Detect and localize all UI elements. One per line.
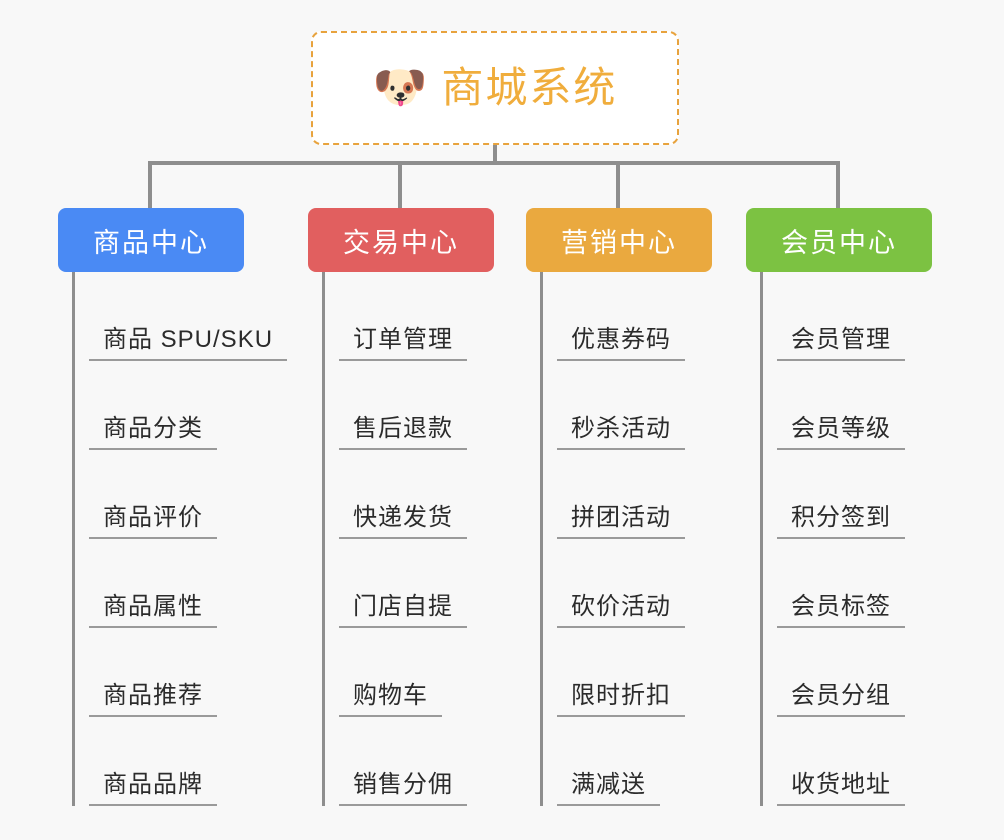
leaf-underline: 订单管理 <box>339 325 467 361</box>
leaf-underline: 销售分佣 <box>339 770 467 806</box>
leaf-item[interactable]: 积分签到 <box>746 450 932 539</box>
leaf-label: 会员标签 <box>791 592 891 620</box>
leaf-item[interactable]: 限时折扣 <box>526 628 712 717</box>
leaf-item[interactable]: 售后退款 <box>308 361 494 450</box>
horizontal-bus-connector <box>150 161 838 165</box>
root-stem-connector <box>493 145 497 163</box>
leaf-underline: 秒杀活动 <box>557 414 685 450</box>
leaf-item[interactable]: 会员管理 <box>746 272 932 361</box>
trunk-line-product-center <box>72 272 75 806</box>
leaf-label: 订单管理 <box>353 325 453 353</box>
leaf-label: 会员管理 <box>791 325 891 353</box>
leaf-underline: 积分签到 <box>777 503 905 539</box>
category-header-product-center[interactable]: 商品中心 <box>58 208 244 272</box>
leaf-underline: 会员分组 <box>777 681 905 717</box>
branch-stem-member-center <box>836 161 840 209</box>
trunk-line-member-center <box>760 272 763 806</box>
leaf-item[interactable]: 商品品牌 <box>58 717 244 806</box>
leaf-underline: 商品分类 <box>89 414 217 450</box>
leaf-item[interactable]: 订单管理 <box>308 272 494 361</box>
leaf-label: 商品属性 <box>103 592 203 620</box>
leaf-label: 商品推荐 <box>103 681 203 709</box>
leaf-item[interactable]: 收货地址 <box>746 717 932 806</box>
leaf-label: 会员等级 <box>791 414 891 442</box>
branch-stem-product-center <box>148 161 152 209</box>
trunk-line-trade-center <box>322 272 325 806</box>
leaf-item[interactable]: 商品属性 <box>58 539 244 628</box>
leaf-stack-marketing-center: 优惠券码秒杀活动拼团活动砍价活动限时折扣满减送 <box>526 272 712 806</box>
leaf-label: 购物车 <box>353 681 428 709</box>
leaf-label: 商品评价 <box>103 503 203 531</box>
leaf-label: 积分签到 <box>791 503 891 531</box>
leaf-underline: 门店自提 <box>339 592 467 628</box>
leaf-underline: 会员标签 <box>777 592 905 628</box>
leaf-item[interactable]: 优惠券码 <box>526 272 712 361</box>
trunk-line-marketing-center <box>540 272 543 806</box>
column-marketing-center: 营销中心优惠券码秒杀活动拼团活动砍价活动限时折扣满减送 <box>526 208 712 806</box>
leaf-label: 砍价活动 <box>571 592 671 620</box>
leaf-item[interactable]: 拼团活动 <box>526 450 712 539</box>
leaf-label: 商品分类 <box>103 414 203 442</box>
leaf-underline: 商品 SPU/SKU <box>89 325 288 361</box>
leaf-stack-trade-center: 订单管理售后退款快递发货门店自提购物车销售分佣 <box>308 272 494 806</box>
column-trade-center: 交易中心订单管理售后退款快递发货门店自提购物车销售分佣 <box>308 208 494 806</box>
category-header-marketing-center[interactable]: 营销中心 <box>526 208 712 272</box>
column-product-center: 商品中心商品 SPU/SKU 商品分类商品评价商品属性商品推荐商品品牌 <box>58 208 288 806</box>
leaf-item[interactable]: 购物车 <box>308 628 494 717</box>
root-node[interactable]: 🐶 商城系统 <box>311 31 679 145</box>
leaf-stack-product-center: 商品 SPU/SKU 商品分类商品评价商品属性商品推荐商品品牌 <box>58 272 288 806</box>
column-member-center: 会员中心会员管理会员等级积分签到会员标签会员分组收货地址 <box>746 208 932 806</box>
leaf-label: 商品 SPU/SKU <box>103 325 274 353</box>
leaf-label: 收货地址 <box>791 770 891 798</box>
leaf-underline: 会员等级 <box>777 414 905 450</box>
branch-stem-marketing-center <box>616 161 620 209</box>
leaf-item[interactable]: 快递发货 <box>308 450 494 539</box>
leaf-underline: 拼团活动 <box>557 503 685 539</box>
leaf-underline: 商品品牌 <box>89 770 217 806</box>
leaf-underline: 会员管理 <box>777 325 905 361</box>
leaf-item[interactable]: 会员标签 <box>746 539 932 628</box>
leaf-label: 销售分佣 <box>353 770 453 798</box>
leaf-item[interactable]: 秒杀活动 <box>526 361 712 450</box>
leaf-label: 限时折扣 <box>571 681 671 709</box>
leaf-label: 满减送 <box>571 770 646 798</box>
leaf-underline: 售后退款 <box>339 414 467 450</box>
leaf-label: 拼团活动 <box>571 503 671 531</box>
leaf-item[interactable]: 商品评价 <box>58 450 244 539</box>
leaf-underline: 商品推荐 <box>89 681 217 717</box>
root-title: 商城系统 <box>441 64 618 111</box>
leaf-stack-member-center: 会员管理会员等级积分签到会员标签会员分组收货地址 <box>746 272 932 806</box>
leaf-underline: 收货地址 <box>777 770 905 806</box>
leaf-underline: 商品属性 <box>89 592 217 628</box>
leaf-label: 快递发货 <box>353 503 453 531</box>
category-header-member-center[interactable]: 会员中心 <box>746 208 932 272</box>
leaf-item[interactable]: 销售分佣 <box>308 717 494 806</box>
leaf-item[interactable]: 砍价活动 <box>526 539 712 628</box>
leaf-item[interactable]: 会员等级 <box>746 361 932 450</box>
leaf-underline: 快递发货 <box>339 503 467 539</box>
leaf-underline: 购物车 <box>339 681 442 717</box>
leaf-underline: 限时折扣 <box>557 681 685 717</box>
leaf-label: 门店自提 <box>353 592 453 620</box>
leaf-underline: 优惠券码 <box>557 325 685 361</box>
leaf-item[interactable]: 商品分类 <box>58 361 244 450</box>
leaf-item[interactable]: 门店自提 <box>308 539 494 628</box>
leaf-underline: 砍价活动 <box>557 592 685 628</box>
leaf-label: 会员分组 <box>791 681 891 709</box>
dog-face-icon: 🐶 <box>372 63 428 112</box>
category-header-trade-center[interactable]: 交易中心 <box>308 208 494 272</box>
leaf-item[interactable]: 满减送 <box>526 717 712 806</box>
leaf-label: 优惠券码 <box>571 325 671 353</box>
leaf-label: 售后退款 <box>353 414 453 442</box>
leaf-label: 商品品牌 <box>103 770 203 798</box>
leaf-item[interactable]: 商品 SPU/SKU <box>58 272 288 361</box>
leaf-underline: 满减送 <box>557 770 660 806</box>
leaf-underline: 商品评价 <box>89 503 217 539</box>
leaf-label: 秒杀活动 <box>571 414 671 442</box>
branch-stem-trade-center <box>398 161 402 209</box>
leaf-item[interactable]: 会员分组 <box>746 628 932 717</box>
leaf-item[interactable]: 商品推荐 <box>58 628 244 717</box>
